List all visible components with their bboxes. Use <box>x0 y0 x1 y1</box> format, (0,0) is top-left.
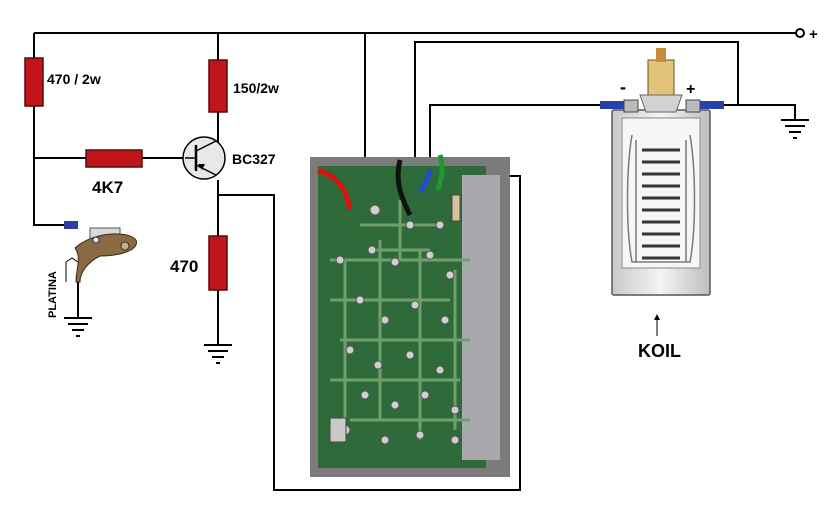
resistor-470-2w <box>24 57 44 107</box>
coil-plus-feed-wire <box>414 41 739 175</box>
resistor-4k7 <box>85 149 143 168</box>
pcb-board-image <box>310 154 510 477</box>
resistor-470-label: 470 <box>170 257 198 276</box>
contact-breaker-icon <box>64 221 137 283</box>
supply-terminal <box>795 28 805 38</box>
ground-icon-breaker <box>64 317 92 337</box>
coil-minus-label: - <box>620 77 626 97</box>
ground-icon-emitter <box>204 344 232 364</box>
coil-label: KOIL <box>638 341 681 361</box>
ignition-coil-image <box>600 48 724 296</box>
coil-pointer-arrow <box>654 314 660 320</box>
ground-icon-coil <box>781 119 809 139</box>
resistor-150-2w <box>208 59 228 113</box>
coil-plus-label: + <box>686 81 695 98</box>
supply-plus-label: + <box>809 26 818 43</box>
resistor-150-2w-label: 150/2w <box>233 80 279 96</box>
breaker-label: PLATINA <box>47 271 59 318</box>
coil-minus-feed-wire <box>429 104 610 180</box>
coil-ground-wire <box>738 104 796 120</box>
transistor-bc327 <box>182 136 226 180</box>
resistor-470 <box>208 235 228 291</box>
transistor-label: BC327 <box>232 151 276 167</box>
resistor-470-2w-label: 470 / 2w <box>47 71 101 87</box>
resistor-4k7-label: 4K7 <box>92 178 123 197</box>
